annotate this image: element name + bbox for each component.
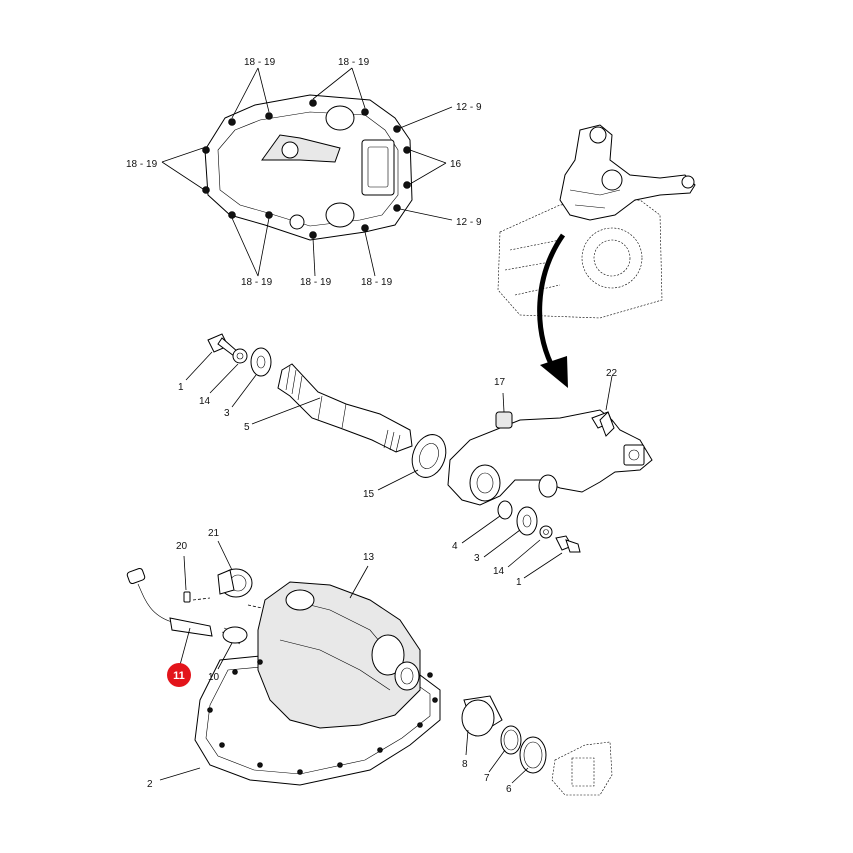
label-2: 2 bbox=[147, 779, 153, 790]
label-15: 15 bbox=[363, 489, 375, 500]
label-18-19: 18 - 19 bbox=[338, 57, 370, 68]
label-12-9: 12 - 9 bbox=[456, 217, 482, 228]
label-6: 6 bbox=[506, 784, 512, 795]
label-21: 21 bbox=[208, 528, 220, 539]
cover-labels: 18 - 19 18 - 19 18 - 19 12 - 9 16 12 - 9… bbox=[126, 57, 482, 288]
label-17: 17 bbox=[494, 377, 506, 388]
shaft-labels: 1 14 3 5 17 22 15 4 3 14 1 bbox=[178, 368, 618, 588]
housing-labels: 20 21 13 11 10 2 8 7 6 bbox=[147, 528, 512, 795]
label-8: 8 bbox=[462, 759, 468, 770]
cover-plate bbox=[202, 94, 413, 241]
shaft-leaders bbox=[185, 351, 613, 579]
label-20: 20 bbox=[176, 541, 188, 552]
label-13: 13 bbox=[363, 552, 375, 563]
label-7: 7 bbox=[484, 773, 490, 784]
label-5: 5 bbox=[244, 422, 250, 433]
label-18-19: 18 - 19 bbox=[244, 57, 276, 68]
label-4: 4 bbox=[452, 541, 458, 552]
callout-arrow bbox=[537, 233, 568, 388]
label-12-9: 12 - 9 bbox=[456, 102, 482, 113]
label-22: 22 bbox=[606, 368, 618, 379]
label-11: 11 bbox=[173, 670, 185, 682]
label-18-19: 18 - 19 bbox=[126, 159, 158, 170]
label-10: 10 bbox=[208, 672, 220, 683]
label-16: 16 bbox=[450, 159, 462, 170]
cover-leaders bbox=[161, 67, 453, 277]
label-14: 14 bbox=[493, 566, 505, 577]
label-3: 3 bbox=[474, 553, 480, 564]
label-18-19: 18 - 19 bbox=[361, 277, 393, 288]
label-14: 14 bbox=[199, 396, 211, 407]
label-18-19: 18 - 19 bbox=[241, 277, 273, 288]
housing-leaders bbox=[159, 540, 529, 784]
housing-assembly bbox=[126, 567, 613, 796]
highlight-badge[interactable] bbox=[167, 663, 191, 687]
label-1: 1 bbox=[516, 577, 522, 588]
shaft-assembly bbox=[207, 333, 447, 478]
label-3: 3 bbox=[224, 408, 230, 419]
lift-arm bbox=[447, 409, 653, 553]
label-18-19: 18 - 19 bbox=[300, 277, 332, 288]
tractor-overview bbox=[497, 124, 696, 319]
label-1: 1 bbox=[178, 382, 184, 393]
